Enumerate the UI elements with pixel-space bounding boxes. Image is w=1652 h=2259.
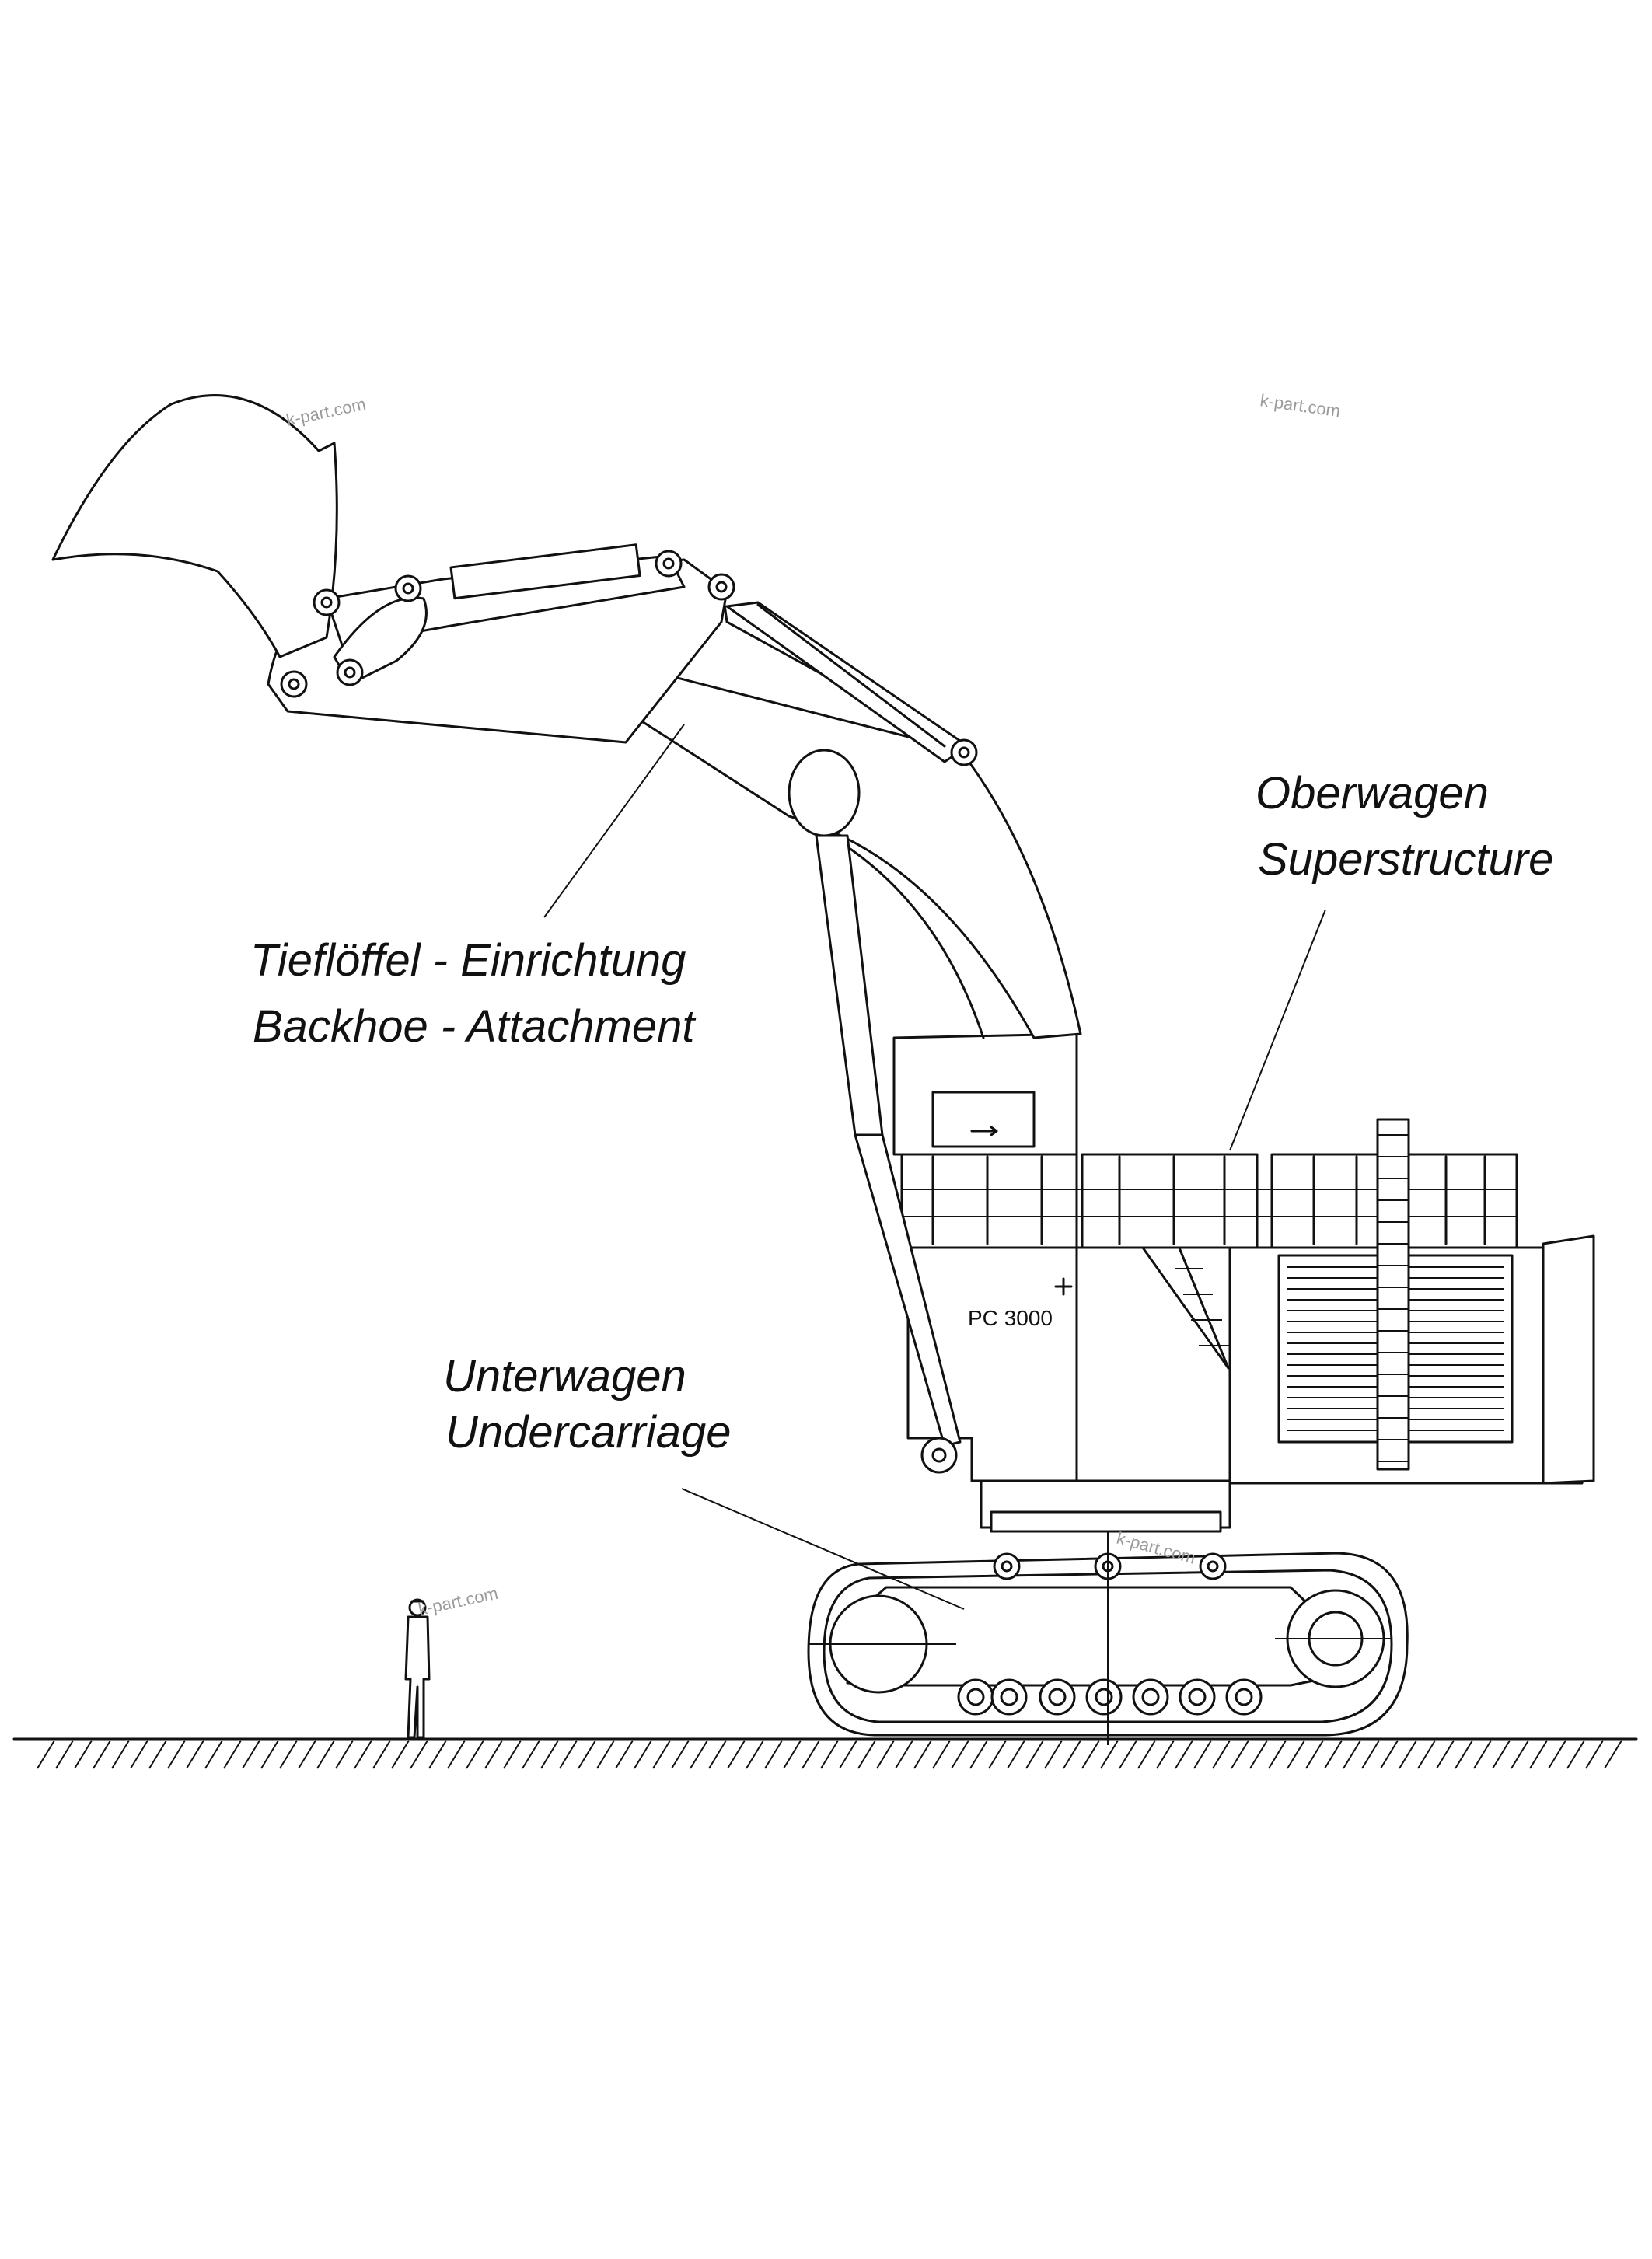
track-roller [1039,1678,1076,1716]
pin-joint [394,574,422,602]
pins [280,550,978,766]
superstructure: PC 3000 [892,1032,1595,1485]
track-roller [1179,1678,1216,1716]
pin-joint [280,670,308,698]
pin-joint [950,738,978,766]
boom-cylinder [788,749,962,1474]
leader-lines [543,724,1326,1610]
watermark: k-part.com [285,394,368,430]
undercarriage-label-de: Unterwagen [443,1351,686,1402]
model-label: PC 3000 [968,1306,1053,1330]
pin-joint [313,588,341,616]
person-figure [404,1598,431,1739]
superstructure-label-en: Superstructure [1258,834,1553,885]
carrier-roller [993,1552,1021,1580]
bucket-linkage [325,543,686,686]
watermark: k-part.com [417,1583,500,1619]
attachment-label-en: Backhoe - Attachment [253,1001,697,1052]
label-undercarriage: Unterwagen Undercarriage [443,1351,732,1458]
ground [12,1737,1638,1769]
pin-joint [707,573,735,601]
undercarriage-label-en: Undercarriage [445,1407,732,1458]
superstructure-label-de: Oberwagen [1256,768,1489,819]
bucket [51,394,338,658]
undercarriage [807,1504,1409,1745]
label-superstructure: Oberwagen Superstructure [1256,768,1553,885]
pin-joint [336,658,364,686]
swing-ring [980,1479,1231,1533]
pin-joint [655,550,683,578]
attachment-label-de: Tieflöffel - Einrichtung [250,935,686,986]
track-roller [1132,1678,1169,1716]
track-roller [990,1678,1028,1716]
track-roller [957,1678,994,1716]
watermark: k-part.com [1259,390,1341,421]
carrier-roller [1199,1552,1227,1580]
track-roller [1085,1678,1123,1716]
label-attachment: Tieflöffel - Einrichtung Backhoe - Attac… [250,935,697,1052]
track-roller [1225,1678,1263,1716]
